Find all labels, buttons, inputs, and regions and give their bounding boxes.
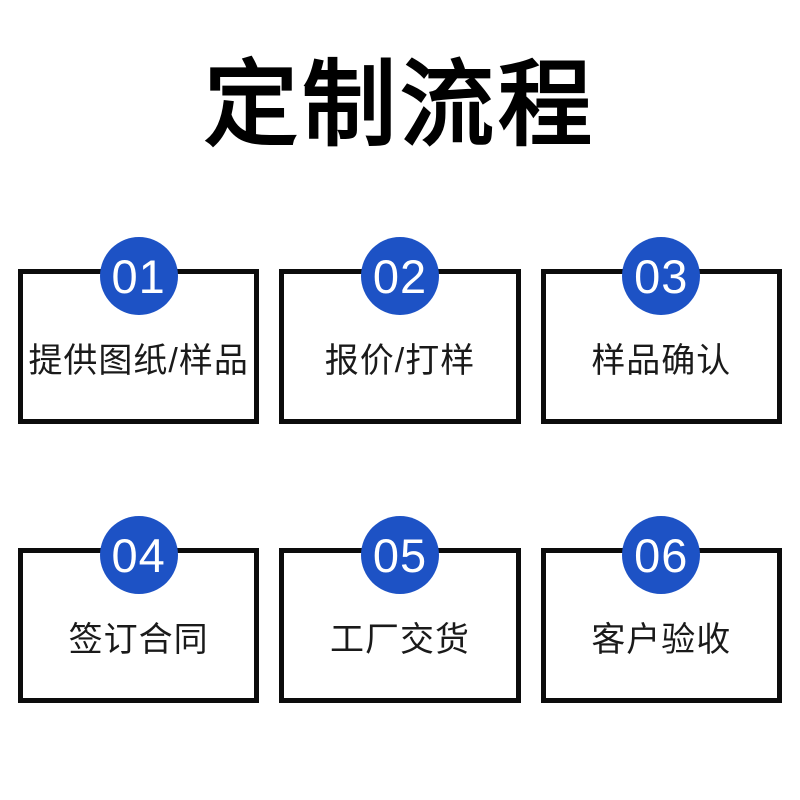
step-number-badge: 03 [622, 237, 701, 316]
step-label: 提供图纸/样品 [28, 342, 249, 381]
step-card-1: 01 提供图纸/样品 [18, 237, 260, 425]
step-card-2: 02 报价/打样 [279, 237, 521, 425]
step-label: 客户验收 [591, 621, 732, 660]
step-card-5: 05 工厂交货 [279, 516, 521, 704]
step-card-4: 04 签订合同 [18, 516, 260, 704]
page-title: 定制流程 [203, 52, 596, 157]
step-label: 签订合同 [68, 621, 209, 660]
step-number-badge: 05 [360, 516, 439, 595]
step-number-badge: 01 [99, 237, 178, 316]
steps-row-2: 04 签订合同 05 工厂交货 06 客户验收 [18, 516, 782, 704]
step-card-6: 06 客户验收 [540, 516, 782, 704]
step-label: 样品确认 [591, 342, 732, 381]
step-number-badge: 04 [99, 516, 178, 595]
step-label: 工厂交货 [329, 621, 470, 660]
step-box: 样品确认 [540, 269, 782, 425]
step-number-badge: 02 [360, 237, 439, 316]
step-label: 报价/打样 [324, 342, 476, 381]
step-card-3: 03 样品确认 [540, 237, 782, 425]
steps-container: 01 提供图纸/样品 02 报价/打样 03 样品确认 04 [0, 237, 800, 704]
steps-row-1: 01 提供图纸/样品 02 报价/打样 03 样品确认 [18, 237, 782, 425]
step-number-badge: 06 [622, 516, 701, 595]
